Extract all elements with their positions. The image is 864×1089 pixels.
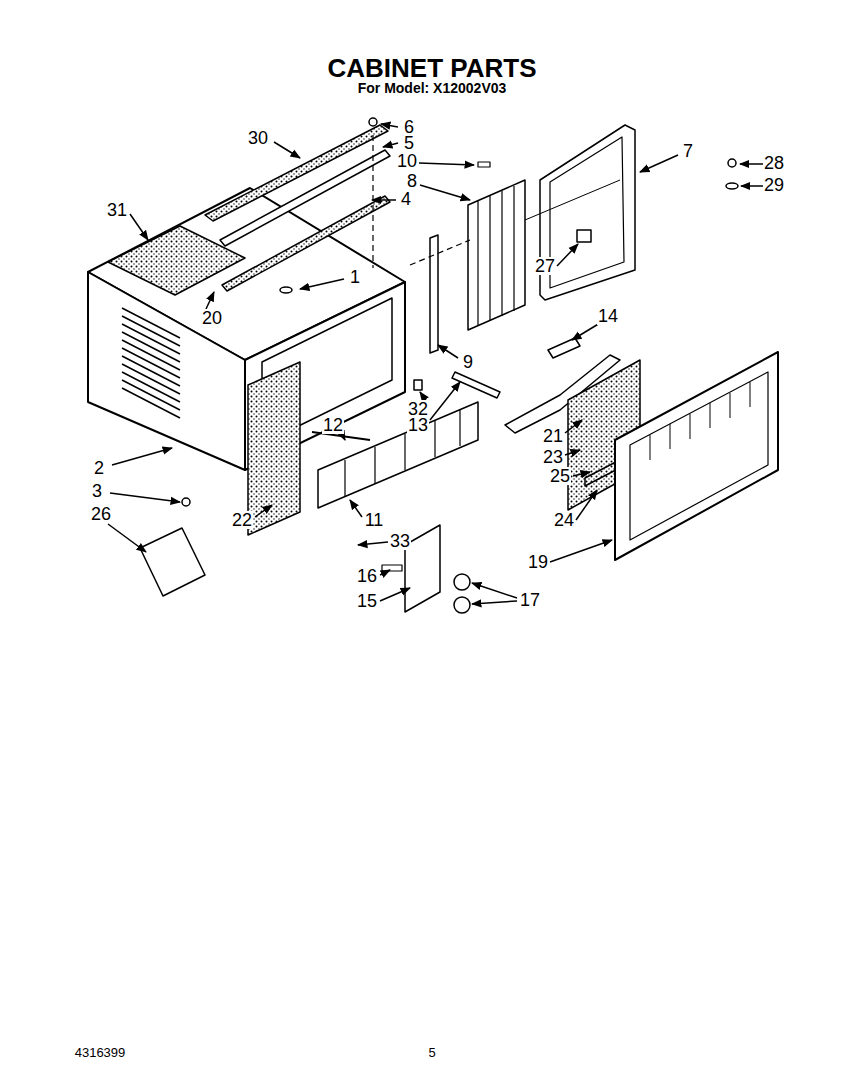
- callout-number: 29: [763, 176, 785, 194]
- callout-number: 20: [201, 309, 223, 327]
- callout-number: 1: [349, 268, 361, 286]
- model-subtitle: For Model: X12002V03: [357, 81, 508, 95]
- callout-number: 14: [597, 307, 619, 325]
- callout-number: 7: [682, 142, 694, 160]
- callout-number: 11: [364, 511, 385, 529]
- callout-number: 19: [527, 553, 549, 571]
- document-number: 4316399: [74, 1046, 127, 1059]
- callout-number: 3: [91, 482, 103, 500]
- callout-number: 26: [90, 505, 112, 523]
- callout-number: 9: [462, 353, 474, 371]
- callout-number: 5: [403, 134, 415, 152]
- callout-number: 8: [406, 172, 418, 190]
- callout-number: 28: [763, 154, 785, 172]
- callout-number: 22: [231, 511, 253, 529]
- callout-number: 4: [400, 190, 412, 208]
- diagram-title: CABINET PARTS: [327, 55, 538, 81]
- callout-number: 21: [542, 427, 564, 445]
- callout-number: 2: [93, 459, 105, 477]
- callout-number: 27: [534, 257, 556, 275]
- callout-number: 25: [549, 467, 571, 485]
- callout-number: 10: [396, 152, 418, 170]
- callout-number: 17: [519, 591, 541, 609]
- callout-number: 23: [542, 448, 564, 466]
- callout-number: 12: [322, 416, 344, 434]
- callout-number: 24: [553, 511, 575, 529]
- page-number: 5: [427, 1046, 436, 1059]
- callout-number: 16: [356, 567, 378, 585]
- callout-number: 31: [106, 201, 128, 219]
- callout-number: 33: [389, 532, 411, 550]
- callout-number: 15: [356, 592, 378, 610]
- callout-number: 13: [407, 416, 429, 434]
- callout-number: 30: [247, 129, 269, 147]
